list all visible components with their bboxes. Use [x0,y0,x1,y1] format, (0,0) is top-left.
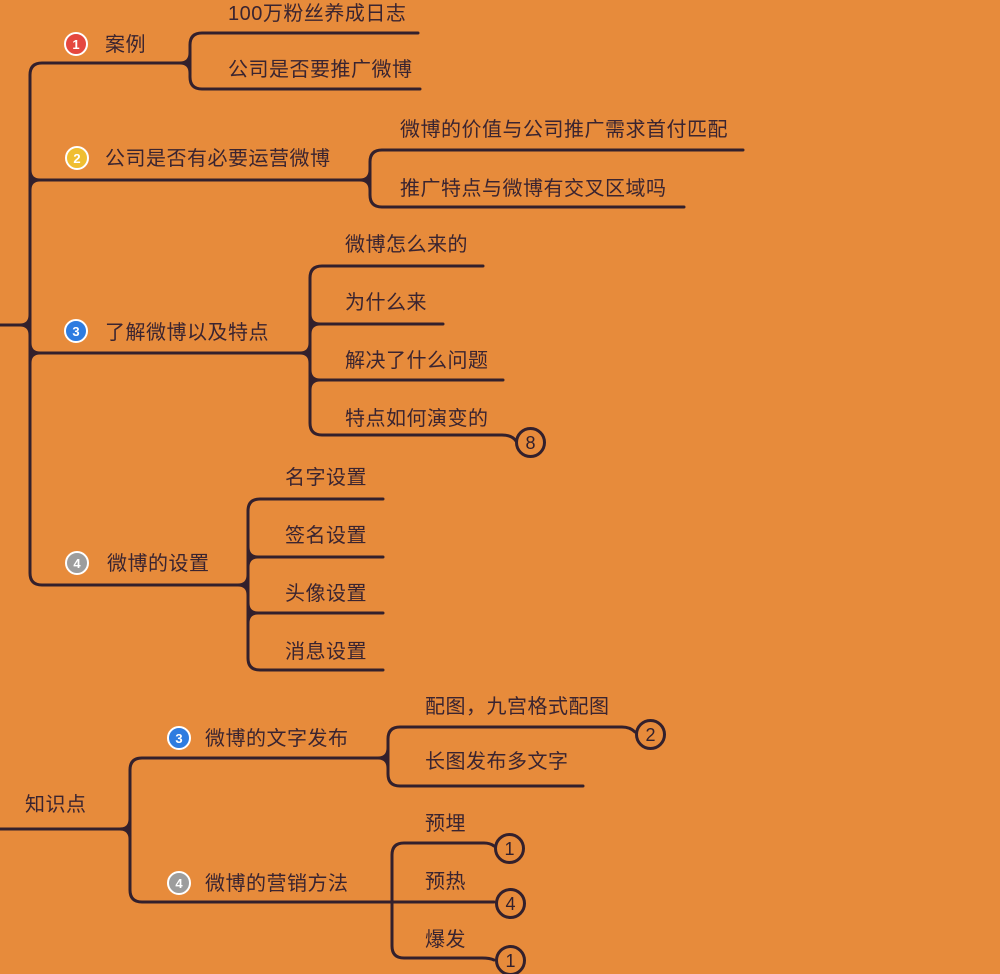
subtopic-name-setting[interactable]: 名字设置 [285,467,367,489]
priority-badge-3b[interactable]: 3 [167,726,191,750]
topic-understand-weibo[interactable]: 了解微博以及特点 [105,322,269,344]
priority-badge-1[interactable]: 1 [64,32,88,56]
subtopic-promote-weibo[interactable]: 公司是否要推广微博 [228,59,413,81]
subtopic-cross-area[interactable]: 推广特点与微博有交叉区域吗 [400,178,667,200]
topic-marketing-methods[interactable]: 微博的营销方法 [205,873,349,895]
topic-necessity[interactable]: 公司是否有必要运营微博 [105,148,331,170]
root-topic-knowledge-points[interactable]: 知识点 [25,794,87,816]
count-marker-2[interactable]: 2 [635,719,666,750]
subtopic-burst[interactable]: 爆发 [425,929,466,951]
subtopic-solved-what[interactable]: 解决了什么问题 [345,350,489,372]
priority-badge-4b[interactable]: 4 [167,871,191,895]
subtopic-why-come[interactable]: 为什么来 [345,292,427,314]
count-marker-8[interactable]: 8 [515,427,546,458]
topic-weibo-settings[interactable]: 微博的设置 [107,553,210,575]
subtopic-long-image[interactable]: 长图发布多文字 [425,751,569,773]
subtopic-message-setting[interactable]: 消息设置 [285,641,367,663]
subtopic-value-match[interactable]: 微博的价值与公司推广需求首付匹配 [400,119,728,141]
priority-badge-2[interactable]: 2 [65,146,89,170]
subtopic-preheat[interactable]: 预热 [425,871,466,893]
priority-badge-4[interactable]: 4 [65,551,89,575]
count-marker-1b[interactable]: 1 [495,945,526,974]
count-marker-4[interactable]: 4 [495,888,526,919]
count-marker-1a[interactable]: 1 [494,833,525,864]
subtopic-avatar-setting[interactable]: 头像设置 [285,583,367,605]
subtopic-signature-setting[interactable]: 签名设置 [285,525,367,547]
subtopic-fans-log[interactable]: 100万粉丝养成日志 [228,3,407,25]
subtopic-feature-evolution[interactable]: 特点如何演变的 [345,408,489,430]
topic-case[interactable]: 案例 [105,34,146,56]
subtopic-grid-images[interactable]: 配图，九宫格式配图 [425,696,610,718]
priority-badge-3[interactable]: 3 [64,319,88,343]
subtopic-pre-embed[interactable]: 预埋 [425,813,466,835]
subtopic-how-it-came[interactable]: 微博怎么来的 [345,234,468,256]
topic-text-publishing[interactable]: 微博的文字发布 [205,728,349,750]
